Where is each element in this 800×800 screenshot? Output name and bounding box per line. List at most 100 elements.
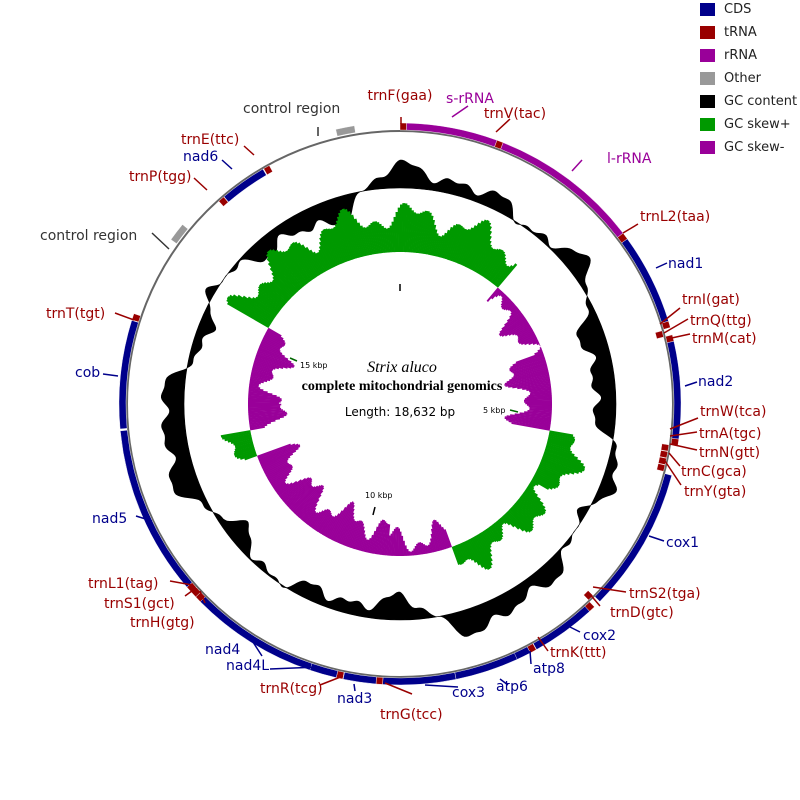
gc-skew-segment [254, 358, 284, 369]
gc-skew-segment [453, 229, 469, 263]
gc-skew-segment [504, 375, 550, 386]
gc-skew-segment [237, 294, 275, 321]
gc-skew-segment [408, 551, 411, 556]
gc-skew-segment [339, 209, 357, 259]
feature-label: trnH(gtg) [130, 615, 195, 631]
gc-skew-segment [515, 352, 544, 364]
gc-skew-segment [248, 405, 281, 408]
gc-skew-segment [416, 543, 420, 556]
gc-skew-segment [510, 306, 518, 313]
gc-skew-segment [443, 224, 457, 259]
gc-skew-segment [252, 365, 273, 373]
gc-skew-segment [366, 226, 374, 255]
gc-skew-segment [431, 524, 441, 552]
gc-skew-segment [349, 520, 361, 548]
feature-trna-block [131, 313, 141, 323]
gc-skew-segment [509, 508, 534, 532]
gc-skew-segment [520, 494, 546, 515]
legend-label: Other [724, 71, 761, 86]
gc-skew-segment [510, 355, 545, 369]
feature-label: l-rRNA [607, 151, 652, 167]
gc-skew-segment [522, 384, 552, 390]
gc-skew-segment [456, 544, 466, 563]
gc-skew-segment [275, 483, 290, 494]
gc-skew-segment [445, 223, 459, 260]
gc-skew-segment [512, 362, 547, 374]
gc-skew-segment [477, 533, 493, 557]
gc-skew-segment [247, 296, 277, 318]
feature-label-leader [684, 381, 698, 387]
gc-skew-segment [359, 225, 369, 256]
gc-skew-segment [510, 307, 519, 316]
gc-skew-segment [402, 540, 406, 556]
gc-skew-segment [372, 221, 380, 254]
gc-skew-segment [335, 220, 352, 261]
gc-skew-segment [531, 478, 550, 490]
feature-cds-block [382, 672, 457, 686]
gc-content-baseline [183, 187, 617, 621]
gc-skew-segment [258, 285, 284, 308]
gc-skew-segment [272, 279, 293, 299]
gc-skew-segment [328, 506, 347, 540]
gc-skew-segment [546, 440, 571, 449]
feature-label: control region [243, 101, 340, 117]
feature-label: nad6 [183, 149, 218, 165]
gc-skew-segment [276, 482, 293, 495]
gc-skew-segment [373, 523, 381, 554]
legend-swatch [700, 95, 715, 108]
gc-skew-segment [440, 229, 451, 258]
gc-skew-segment [260, 447, 299, 466]
feature-cds-block [342, 672, 377, 685]
gc-skew-segment [338, 212, 355, 260]
gc-skew-segment [461, 542, 472, 560]
gc-skew-segment [530, 480, 539, 486]
gc-skew-segment [258, 443, 299, 461]
feature-label: trnR(tcg) [260, 681, 323, 697]
gc-skew-segment [459, 542, 469, 560]
gc-skew-segment [308, 511, 322, 527]
gc-skew-segment [221, 431, 251, 440]
gc-skew-segment [401, 535, 404, 556]
gc-skew-segment [324, 228, 342, 265]
gc-skew-segment [506, 310, 522, 323]
gc-skew-segment [259, 343, 283, 355]
gc-skew-segment [263, 282, 288, 304]
gc-skew-segment [432, 521, 442, 551]
gc-skew-segment [542, 454, 585, 472]
gc-skew-segment [299, 494, 322, 520]
gc-skew-segment [303, 507, 317, 523]
gc-skew-segment [378, 520, 386, 555]
gc-skew-segment [251, 370, 274, 378]
gc-skew-segment [289, 486, 314, 510]
gc-skew-segment [534, 350, 543, 356]
gc-skew-segment [448, 225, 463, 261]
gc-skew-segment [513, 363, 548, 375]
gc-skew-segment [427, 544, 432, 554]
gc-skew-segment [453, 545, 463, 566]
feature-label: nad4L [226, 658, 269, 674]
gc-skew-segment [545, 447, 578, 460]
feature-label-leader [243, 145, 255, 156]
gc-skew-segment [419, 210, 428, 254]
feature-label: trnS1(gct) [104, 596, 175, 612]
gc-skew-segment [429, 229, 438, 256]
gc-skew-segment [403, 203, 408, 253]
gc-skew-segment [505, 377, 551, 387]
feature-label-leader [495, 118, 511, 133]
feature-label: trnY(gta) [684, 484, 746, 500]
gc-skew-segment [387, 227, 392, 253]
gc-skew-segment [524, 400, 552, 403]
gc-skew-segment [269, 467, 293, 484]
gc-skew-segment [354, 523, 365, 550]
gc-skew-segment [505, 512, 525, 532]
feature-label-leader [135, 515, 153, 522]
gc-skew-segment [509, 309, 520, 319]
gc-skew-segment [288, 485, 313, 509]
gc-skew-segment [280, 477, 307, 499]
gc-skew-segment [226, 296, 272, 325]
gc-skew-segment [266, 463, 291, 479]
gc-skew-segment [543, 450, 584, 467]
gc-skew-segment [429, 542, 434, 553]
gc-skew-segment [283, 478, 313, 504]
gc-skew-segment [549, 430, 574, 437]
